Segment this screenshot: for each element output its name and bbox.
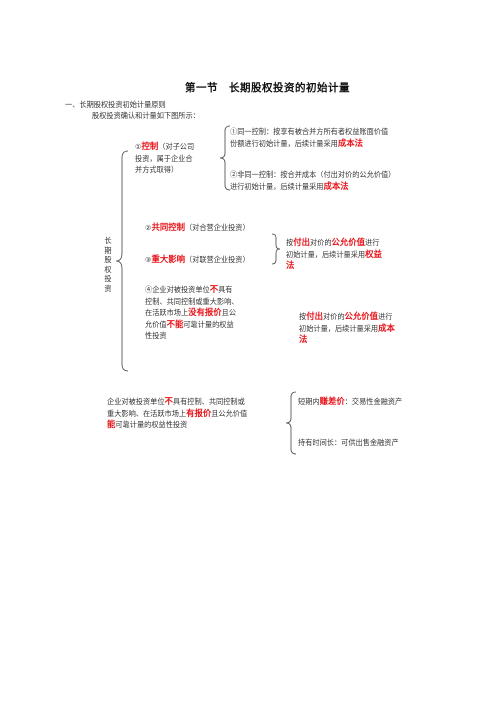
same-control-line2: 份额进行初始计量，后续计量采用: [230, 138, 338, 148]
item4-block: ④企业对被投资单位不具有 控制、共同控制或重大影响、 在活跃市场上没有报价且公 …: [145, 284, 239, 340]
same-control-line1: ①同一控制：按享有被合并方所有者权益账面价值: [230, 127, 389, 136]
bottom-brace: [285, 391, 297, 455]
joint-desc: （对合营企业投资）: [184, 223, 250, 232]
bottom-left-block: 企业对被投资单位不具有控制、共同控制或 重大影响、在活跃市场上有报价且公允价值 …: [107, 396, 248, 429]
equity-brace: [271, 233, 281, 265]
item4-cannot-keyword: 不能: [166, 318, 184, 329]
page-title: 第一节 长期股权投资的初始计量: [185, 82, 350, 94]
item4-no-quote-keyword: 没有报价: [188, 307, 222, 317]
diff-control-text: ②非同一控制：按合并成本（付出对价的公允价值） 进行初始计量，后续计量采用成本法: [230, 169, 395, 192]
short-term-keyword: 赚差价: [319, 396, 345, 406]
significant-desc: （对联营企业投资）: [184, 255, 250, 264]
equity-paid-keyword: 付出: [293, 237, 310, 247]
control-brace: [219, 125, 231, 191]
control-desc-line2: 投资，属于企业合: [135, 153, 193, 163]
hold-term-item: 持有时间长：可供出售金融资产: [298, 438, 399, 447]
same-control-text: ①同一控制：按享有被合并方所有者权益账面价值 份额进行初始计量，后续计量采用成本…: [230, 126, 388, 149]
cost-fair-value-keyword: 公允价值: [344, 311, 379, 321]
bottom-can-keyword: 能: [107, 419, 116, 429]
equity-method-keyword: 权益: [365, 248, 382, 259]
diff-control-cost-method: 成本法: [323, 180, 349, 191]
diff-control-line1: ②非同一控制：按合并成本（付出对价的公允价值）: [230, 170, 396, 179]
diff-control-line2: 进行初始计量，后续计量采用: [230, 181, 324, 191]
intro-text: 股权投资确认和计量如下图所示：: [92, 111, 200, 120]
equity-fair-value-keyword: 公允价值: [331, 237, 366, 247]
cost-method-rule: 按付出对价的公允价值进行 初始计量，后续计量采用成本 法: [299, 311, 395, 344]
joint-number: ②: [145, 223, 152, 232]
control-block: ①控制（对子公司 投资，属于企业合 并方式取得）: [135, 141, 230, 176]
side-label-long-term-equity: 长期股权投资: [104, 236, 112, 293]
control-keyword: 控制: [141, 141, 159, 151]
joint-control-item: ②共同控制（对合营企业投资）: [145, 222, 250, 234]
main-left-brace: [115, 150, 129, 372]
item4-not-keyword: 不: [209, 284, 219, 294]
control-desc-line1: （对子公司: [158, 142, 195, 151]
control-desc-line3: 并方式取得）: [135, 165, 179, 174]
section-heading: 一、长期股权投资初始计量原则: [65, 100, 166, 109]
significant-number: ③: [145, 255, 152, 264]
equity-method-keyword-end: 法: [286, 260, 295, 270]
significant-influence-item: ③重大影响（对联营企业投资）: [145, 254, 250, 266]
bottom-has-quote-keyword: 有报价: [186, 407, 212, 418]
joint-keyword: 共同控制: [151, 222, 185, 232]
short-term-item: 短期内赚差价：交易性金融资产: [298, 396, 403, 406]
same-control-cost-method: 成本法: [337, 137, 363, 148]
cost-method-keyword-end: 法: [299, 334, 308, 344]
control-number: ①: [135, 142, 142, 151]
cost-method-keyword: 成本: [378, 322, 395, 333]
significant-keyword: 重大影响: [151, 254, 185, 264]
bottom-not-keyword: 不: [164, 396, 173, 406]
cost-paid-keyword: 付出: [306, 311, 323, 321]
equity-method-rule: 按付出对价的公允价值进行 初始计量，后续计量采用权益 法: [286, 237, 382, 270]
